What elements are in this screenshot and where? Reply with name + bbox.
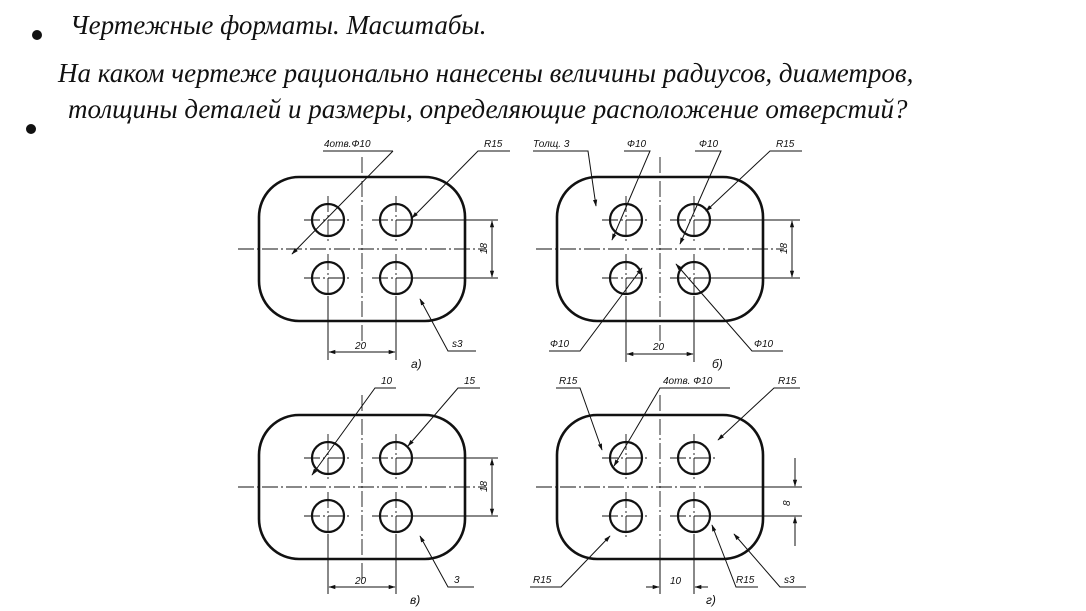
drawing-a-dim-vertical: 18: [479, 242, 490, 254]
drawing-a-hole-note: 4отв.Ф10: [324, 139, 371, 150]
bullet-text-1: Чертежные форматы. Масштабы.: [70, 10, 487, 40]
drawing-a-caption: а): [411, 357, 422, 371]
drawing-g-radius-bottom-mid: R15: [736, 575, 755, 586]
drawing-v-radius-label: 15: [464, 376, 476, 387]
drawing-a-dim-horizontal: 20: [354, 341, 367, 352]
drawing-g: R15 4отв. Ф10 R15 8 R15 10 R15 s3 г): [530, 376, 806, 607]
drawing-g-radius-top-right: R15: [778, 376, 797, 387]
drawing-g-hole-note: 4отв. Ф10: [663, 376, 713, 387]
drawing-b-dim-vertical: 18: [779, 242, 790, 254]
drawing-b-dia-bottom-right: Ф10: [754, 339, 774, 350]
drawing-g-dim-horizontal: 10: [670, 576, 682, 587]
drawing-b-dia-bottom-left: Ф10: [550, 339, 570, 350]
bullet-dot: [26, 124, 36, 134]
drawing-b: Толщ. 3 Ф10 Ф10 R15 18 Ф10 20 Ф10 б): [533, 139, 802, 371]
bullet-dot: [32, 30, 42, 40]
question-line-2: толщины деталей и размеры, определяющие …: [68, 94, 908, 124]
drawing-g-radius-bottom-left: R15: [533, 575, 552, 586]
drawing-v-dia-label: 10: [381, 376, 393, 387]
drawing-g-thickness: s3: [784, 575, 795, 586]
drawing-g-caption: г): [706, 593, 716, 607]
drawing-b-radius-label: R15: [776, 139, 795, 150]
drawing-v-dim-vertical: 18: [479, 480, 490, 492]
drawing-v-caption: в): [410, 593, 420, 607]
question-line-1: На каком чертеже рационально нанесены ве…: [58, 58, 914, 88]
drawing-v-thickness: 3: [454, 575, 460, 586]
drawing-b-caption: б): [712, 357, 723, 371]
drawing-b-dia-top-left: Ф10: [627, 139, 647, 150]
drawing-v: 10 15 18 20 3 в): [236, 376, 498, 607]
drawing-a-radius-label: R15: [484, 139, 503, 150]
drawing-a: 4отв.Ф10 R15 18 20 s3 а): [236, 139, 510, 371]
drawing-b-dim-horizontal: 20: [652, 342, 665, 353]
drawing-g-radius-top-left: R15: [559, 376, 578, 387]
drawing-a-thickness: s3: [452, 339, 463, 350]
drawing-b-thickness: Толщ. 3: [533, 139, 570, 150]
drawing-v-dim-horizontal: 20: [354, 576, 367, 587]
drawing-b-dia-top-right: Ф10: [699, 139, 719, 150]
drawing-g-dim-vertical: 8: [782, 500, 793, 506]
